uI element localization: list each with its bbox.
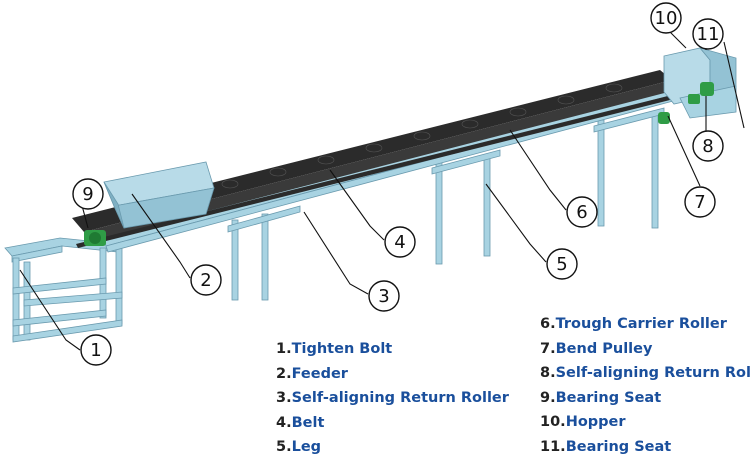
callout-5: 5 [546,248,578,280]
head-frame [679,85,737,119]
carrier-rollers [221,83,623,189]
callout-8: 8 [692,130,724,162]
callout-7: 7 [684,186,716,218]
bend-pulley [658,112,670,124]
svg-text:4: 4 [394,232,405,253]
legend-left: 1.Tighten Bolt 2.Feeder 3.Self-aligning … [276,337,509,460]
svg-text:9: 9 [82,184,93,205]
tail-frame [4,237,123,343]
legend-item-11: 11.Bearing Seat [540,438,672,455]
svg-text:7: 7 [694,192,705,213]
callout-1: 1 [80,334,112,366]
legend-item-7: 7.Bend Pulley [540,340,653,357]
legend-item-10: 10.Hopper [540,414,626,431]
legend-item-3: 3.Self-aligning Return Roller [276,390,509,407]
leader-lines [19,27,745,351]
legend-right: 6.Trough Carrier Roller 7.Bend Pulley 8.… [540,312,750,460]
legend-item-4: 4.Belt [276,414,325,431]
callouts: 1 2 3 4 5 6 7 8 [72,2,724,366]
callout-4: 4 [384,226,416,258]
legend-item-8: 8.Self-aligning Return Roller [540,365,750,382]
callout-6: 6 [566,196,598,228]
svg-text:10: 10 [655,8,678,29]
callout-2: 2 [190,264,222,296]
callout-11: 11 [692,18,724,50]
legend-item-5: 5.Leg [276,439,322,456]
svg-text:2: 2 [200,270,211,291]
callout-9: 9 [72,178,104,210]
return-roller-head [688,94,700,104]
callout-10: 10 [650,2,682,34]
svg-text:3: 3 [378,286,389,307]
svg-text:1: 1 [90,340,101,361]
svg-text:5: 5 [556,254,567,275]
legend-item-9: 9.Bearing Seat [540,389,662,406]
bearing-seat-tail [84,230,106,246]
legend-item-6: 6.Trough Carrier Roller [540,316,727,332]
svg-text:6: 6 [576,202,587,223]
svg-text:11: 11 [697,24,720,45]
feeder [103,161,215,229]
legend-item-2: 2.Feeder [276,365,348,382]
legend-item-1: 1.Tighten Bolt [276,341,393,357]
legs [227,107,665,301]
bearing-seat-head [700,82,714,96]
callout-3: 3 [368,280,400,312]
svg-text:8: 8 [702,136,713,157]
